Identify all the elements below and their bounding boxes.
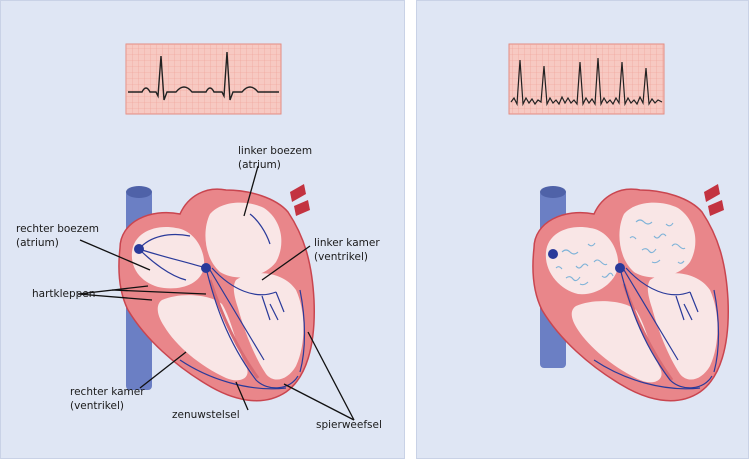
left-atrium [205, 203, 281, 278]
label-right-atrium: rechter boezem(atrium) [16, 222, 99, 250]
label-valves: hartkleppen [32, 287, 95, 301]
heart-illustration-normal [119, 184, 314, 401]
sinus-node [548, 249, 558, 259]
label-nervous-system: zenuwstelsel [172, 408, 240, 422]
heart-illustration-fibrillation [533, 184, 728, 401]
label-left-atrium: linker boezem(atrium) [238, 144, 312, 172]
label-muscle-tissue: spierweefsel [316, 418, 382, 432]
av-node [201, 263, 211, 273]
fibrillating-heart-svg [416, 0, 749, 459]
label-right-ventricle: rechter kamer(ventrikel) [70, 385, 145, 413]
ecg-strip-fibrillation [509, 44, 664, 114]
sinus-node [134, 244, 144, 254]
label-left-ventricle: linker kamer(ventrikel) [314, 236, 380, 264]
normal-heart-panel: linker boezem(atrium) rechter boezem(atr… [0, 0, 405, 459]
fibrillating-heart-panel [416, 0, 749, 459]
av-node [615, 263, 625, 273]
aorta [290, 184, 306, 202]
aorta [704, 184, 720, 202]
left-atrium [619, 203, 695, 278]
ecg-strip-normal [126, 44, 281, 114]
